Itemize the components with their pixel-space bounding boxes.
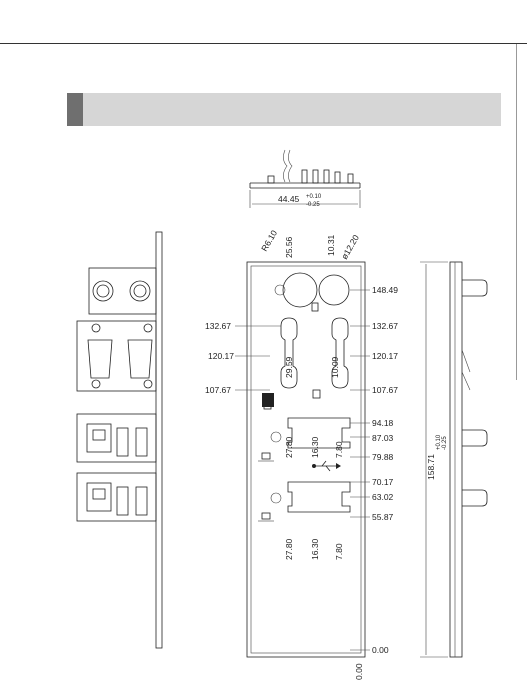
label-29-59: 29.59 xyxy=(284,356,294,378)
top-dimension-value: 44.45 xyxy=(278,194,300,204)
label-132-67-right: 132.67 xyxy=(372,321,398,331)
d1031-label: 10.31 xyxy=(326,234,336,256)
label-10-09: 10.09 xyxy=(330,356,340,378)
connector-view xyxy=(77,232,162,648)
label-120-17-right: 120.17 xyxy=(372,351,398,361)
label-132-67-left: 132.67 xyxy=(205,321,231,331)
top-dimension-tol-minus: -0.25 xyxy=(306,202,320,208)
lock-icon: LOCK xyxy=(261,376,274,407)
side-view: 158.71 +0.10 -0.25 xyxy=(420,262,487,657)
top-dimension-tol-plus: +0.10 xyxy=(306,194,322,200)
label-107-67-left: 107.67 xyxy=(205,385,231,395)
label-7-80-upper: 7.80 xyxy=(334,441,344,458)
label-120-17-left: 120.17 xyxy=(208,351,234,361)
svg-text:LOCK: LOCK xyxy=(261,376,267,392)
label-63-02: 63.02 xyxy=(372,492,394,502)
side-dimension-value: 158.71 xyxy=(426,454,436,480)
label-79-88: 79.88 xyxy=(372,452,394,462)
label-55-87: 55.87 xyxy=(372,512,394,522)
side-dimension-tol-minus: -0.25 xyxy=(442,436,448,450)
label-148-49: 148.49 xyxy=(372,285,398,295)
right-dimension-lines xyxy=(235,290,370,650)
label-0-00-bottom: 0.00 xyxy=(354,663,364,680)
phi1220-label: ø12.20 xyxy=(339,233,361,261)
lan-icon xyxy=(258,453,274,521)
label-16-30-upper: 16.30 xyxy=(310,436,320,458)
label-87-03: 87.03 xyxy=(372,433,394,443)
label-27-80-lower: 27.80 xyxy=(284,538,294,560)
label-27-80-upper: 27.80 xyxy=(284,436,294,458)
d2556-label: 25.56 xyxy=(284,236,294,258)
label-70-17: 70.17 xyxy=(372,477,394,487)
label-0-00: 0.00 xyxy=(372,645,389,655)
usb-icon xyxy=(312,461,341,471)
top-view: 44.45 +0.10 -0.25 xyxy=(250,150,360,208)
label-7-80-lower: 7.80 xyxy=(334,543,344,560)
label-16-30-lower: 16.30 xyxy=(310,538,320,560)
label-94-18: 94.18 xyxy=(372,418,394,428)
label-107-67-right: 107.67 xyxy=(372,385,398,395)
r610-label: R6.10 xyxy=(259,228,279,253)
shield-front-view: LOCK xyxy=(247,262,365,657)
